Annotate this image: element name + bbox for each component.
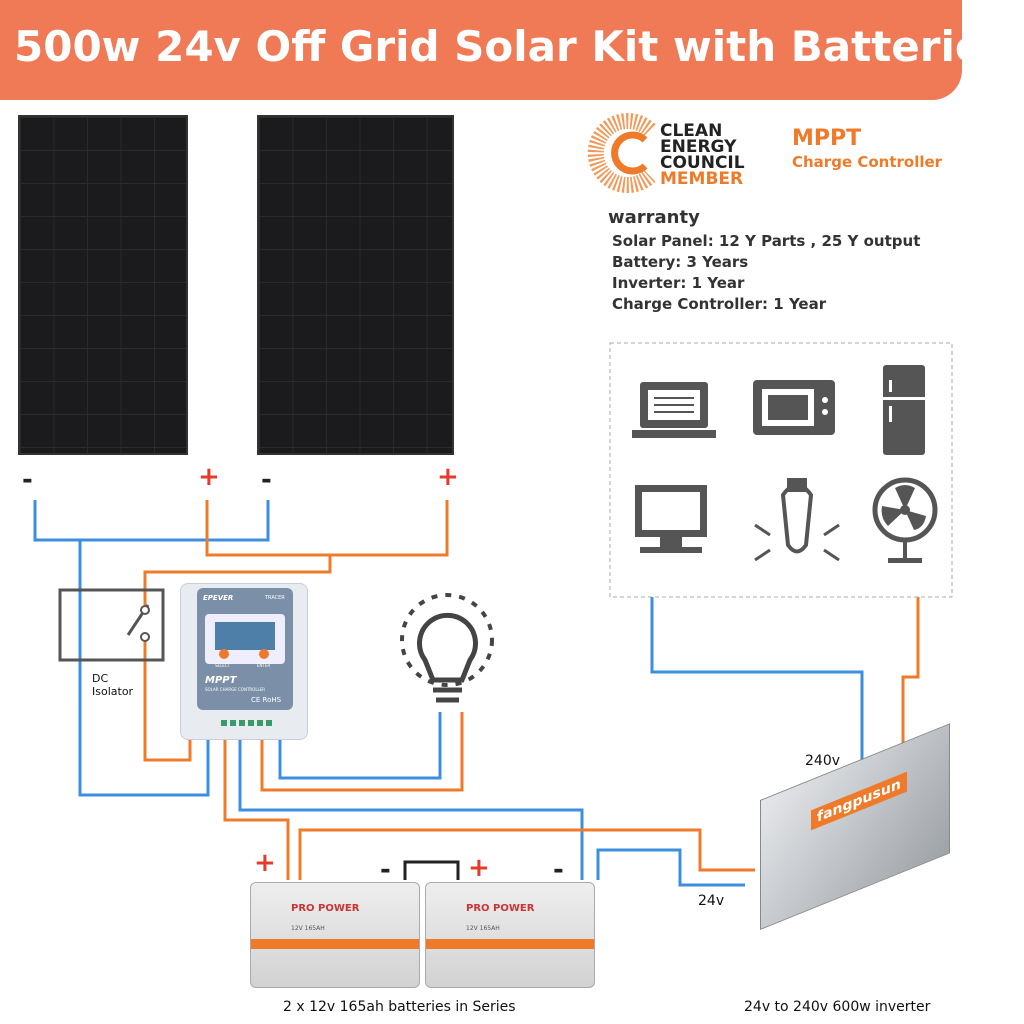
battery1-negative: - [380,855,391,885]
warranty-heading: warranty [608,207,700,228]
wire-blue-inverter [596,848,745,887]
inverter-brand: fangpusun [811,771,907,831]
cec-line3: COUNCIL [660,153,745,173]
wire-orange-inverter [298,828,755,880]
panel2-positive: + [437,462,459,492]
battery-spec: 12V 165AH [466,925,500,932]
cec-line2: ENERGY [660,137,737,157]
fridge-icon [883,365,925,455]
battery-brand: PRO POWER [291,903,360,914]
wire-orange-load [260,712,464,792]
mppt-subtitle: Charge Controller [792,153,943,171]
enter-label: ENTER [257,663,271,668]
wire-orange-ac [901,597,920,770]
controller-model: TRACER [265,595,285,601]
light-bulb-icon [400,593,494,703]
battery-spec: 12V 165AH [291,925,325,932]
dc-isolator-label: DC Isolator [92,672,133,698]
panel2-negative: - [261,465,272,495]
cec-line1: CLEAN [660,121,723,141]
warranty-item: Battery: 3 Years [612,253,749,271]
controller-terminals [221,720,273,726]
cec-logo: CLEAN ENERGY COUNCIL MEMBER [660,121,745,189]
controller-mppt: MPPT [205,675,237,686]
battery2-positive: + [468,853,490,883]
inverter-caption: 24v to 240v 600w inverter [744,999,931,1015]
charge-controller: EPEVER TRACER SELECT ENTER MPPT SOLAR CH… [180,583,308,740]
inverter-input-label: 24v [698,893,725,909]
warranty-item: Inverter: 1 Year [612,274,745,292]
mppt-title: MPPT [792,126,862,151]
header-banner [0,0,962,100]
isolator-label-1: DC [92,672,109,685]
warranty-item: Charge Controller: 1 Year [612,295,827,313]
laptop-icon [632,382,716,438]
controller-brand: EPEVER [203,594,234,602]
lamp-icon [754,478,840,562]
isolator-label-2: Isolator [92,685,134,698]
wire-blue-pv-neg [78,540,210,797]
battery2-negative: - [553,855,564,885]
solar-panel-1 [18,115,188,455]
microwave-icon [753,380,835,435]
batteries-caption: 2 x 12v 165ah batteries in Series [283,999,516,1015]
wire-blue-battery [238,740,584,880]
panel1-negative: - [22,465,33,495]
wire-orange-panels [205,500,449,557]
load-icons [632,365,938,563]
battery-link [403,860,460,880]
controller-cert: CE RoHS [251,696,282,704]
controller-screen [205,614,285,664]
panel1-positive: + [198,462,220,492]
page-title: 500w 24v Off Grid Solar Kit with Batteri… [14,22,1009,71]
battery-brand: PRO POWER [466,903,535,914]
dc-isolator-box [58,588,165,662]
loads-box [609,342,953,598]
inverter-output-label: 240v [805,753,841,769]
wire-orange-battery [223,740,290,880]
battery-1: PRO POWER 12V 165AH [250,882,420,988]
enter-button[interactable] [259,649,269,659]
battery-2: PRO POWER 12V 165AH [425,882,595,988]
select-label: SELECT [215,663,231,668]
warranty-item: Solar Panel: 12 Y Parts , 25 Y output [612,232,921,250]
wire-blue-panels [33,500,270,542]
battery1-positive: + [254,848,276,878]
select-button[interactable] [219,649,229,659]
fan-icon [872,477,938,563]
warranty-list: Solar Panel: 12 Y Parts , 25 Y output Ba… [612,231,920,315]
wire-blue-load [278,712,442,780]
tv-icon [635,485,707,553]
cec-line4: MEMBER [660,169,744,189]
wire-blue-ac [650,597,864,770]
controller-desc: SOLAR CHARGE CONTROLLER [205,687,266,692]
cec-logo-icon [587,113,656,193]
wire-orange-isolator-out [143,640,192,762]
solar-panel-2 [257,115,454,455]
